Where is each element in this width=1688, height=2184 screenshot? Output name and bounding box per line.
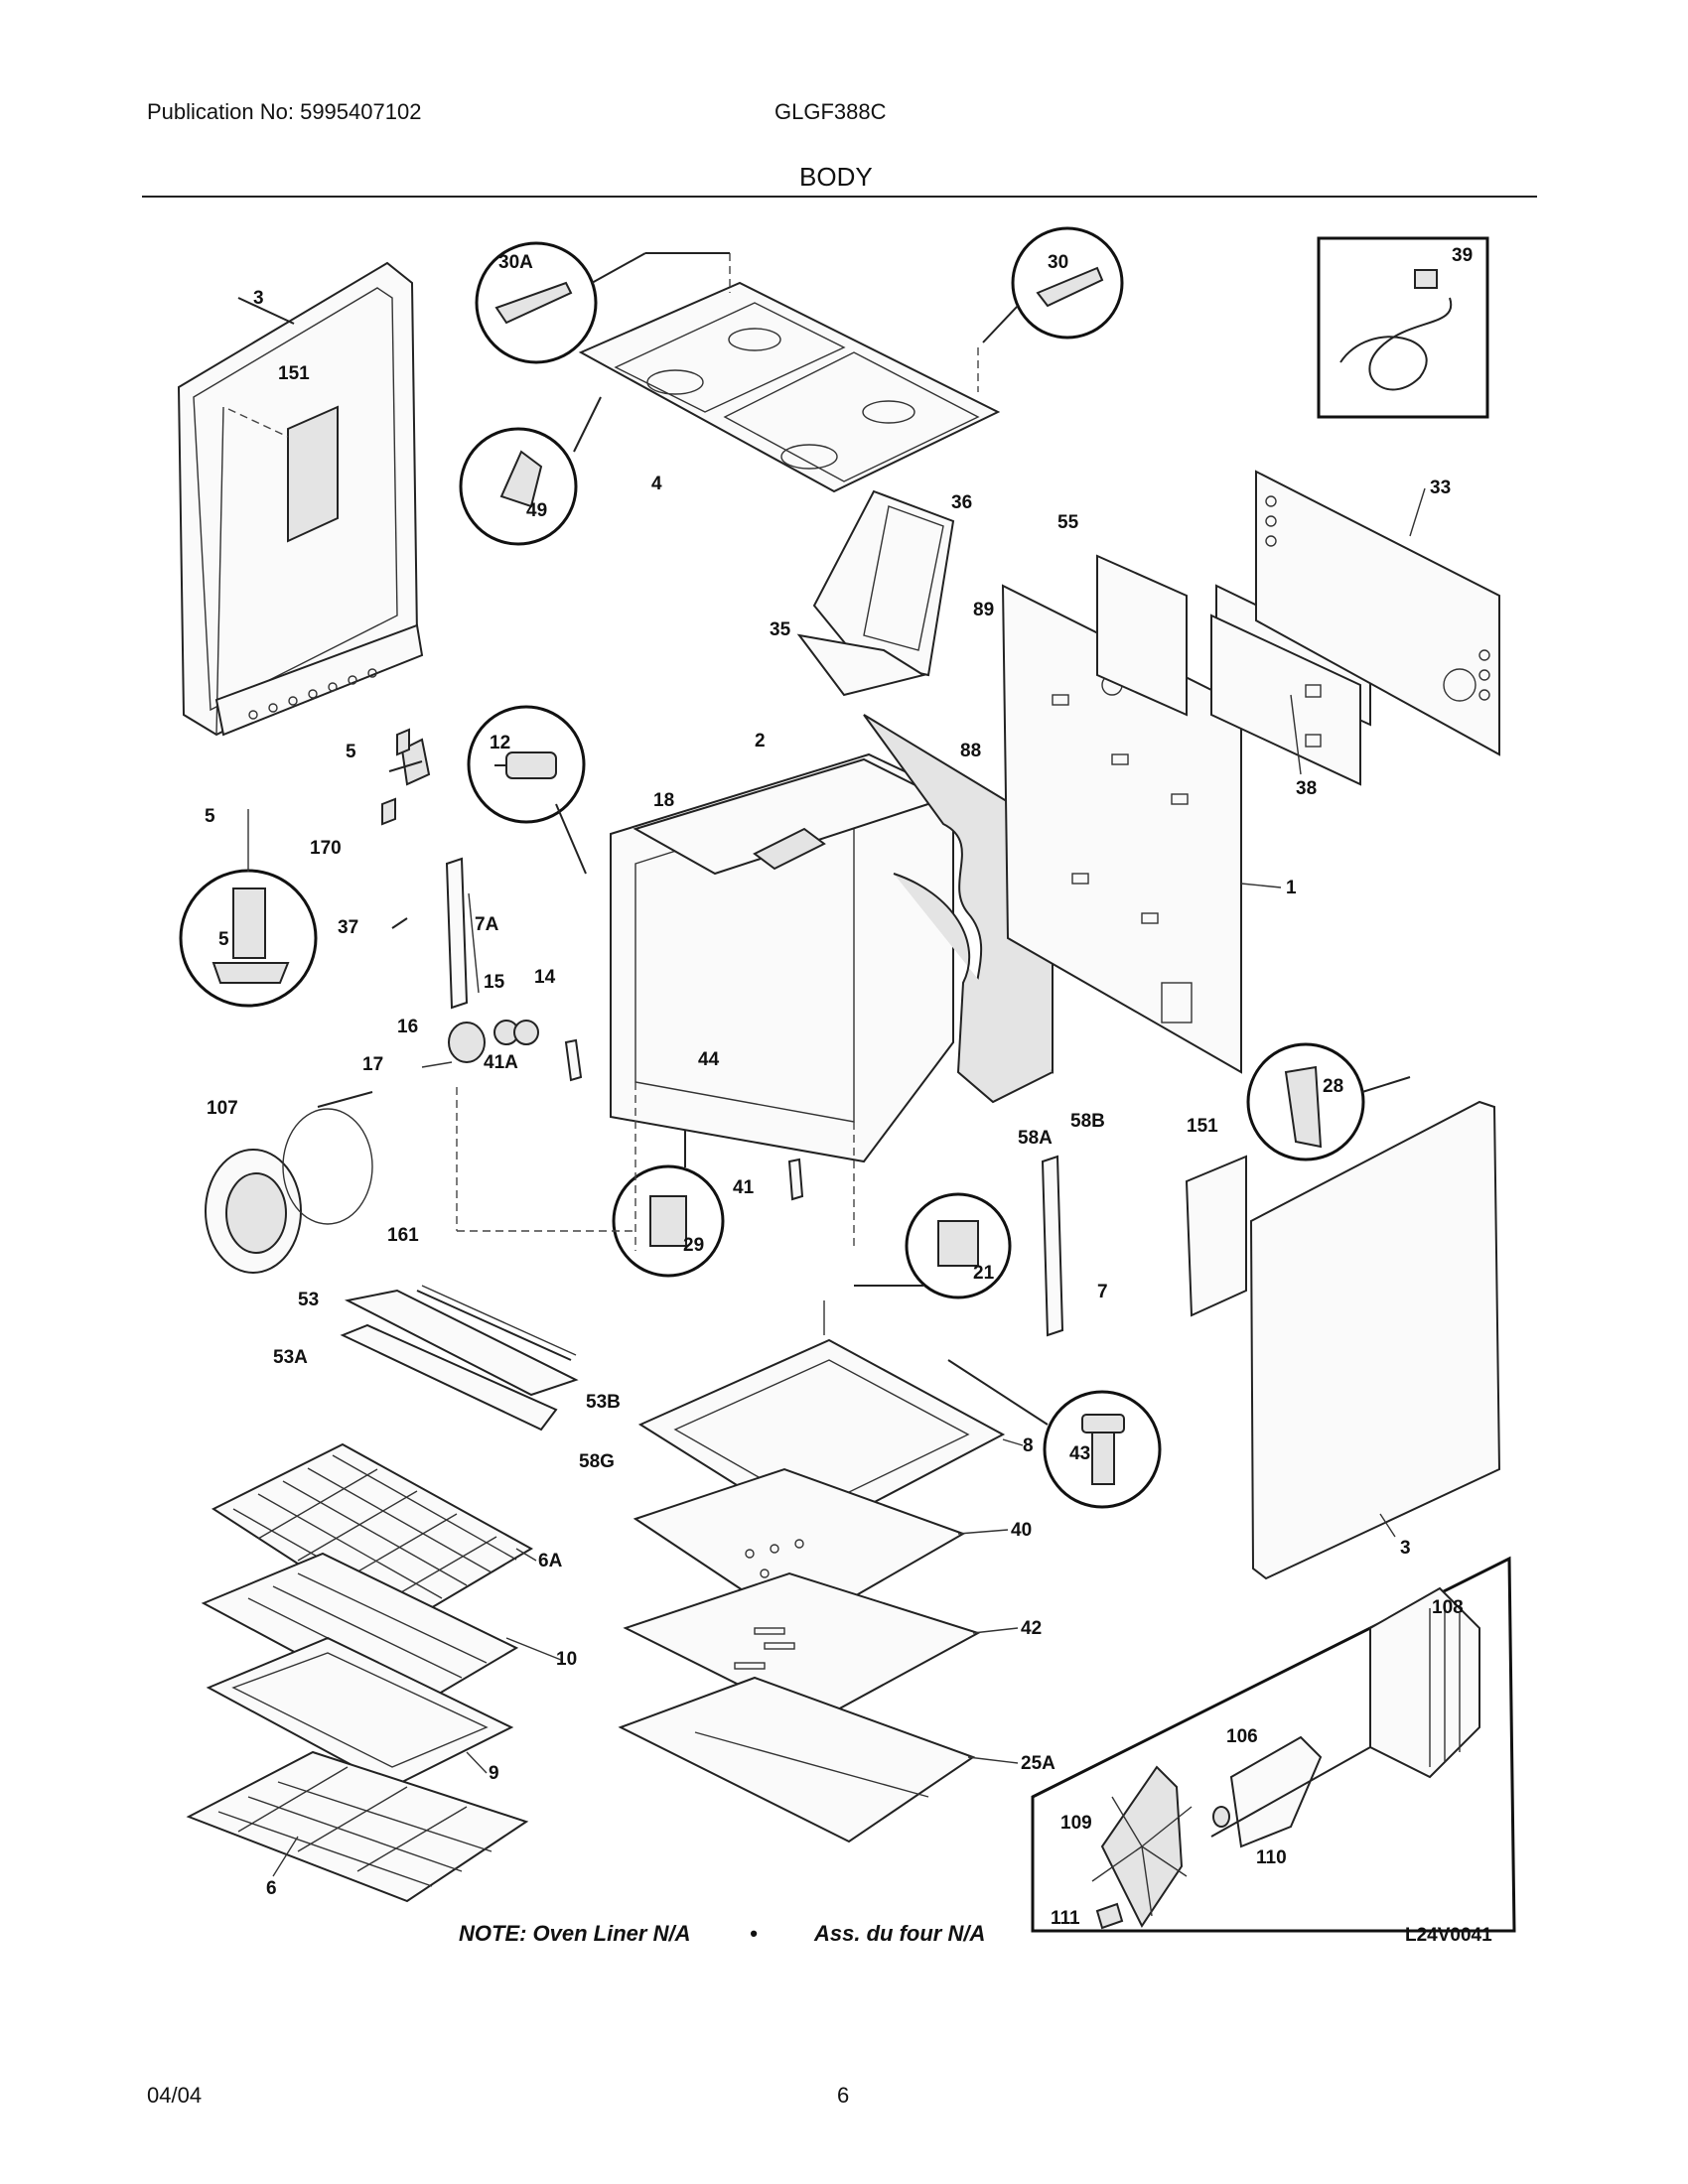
callout-30 (982, 226, 1124, 343)
label-30A: 30A (498, 252, 533, 273)
label-151-right: 151 (1187, 1116, 1218, 1137)
header-divider (142, 196, 1537, 198)
label-58A: 58A (1018, 1128, 1053, 1149)
label-53B: 53B (586, 1392, 621, 1413)
label-9: 9 (489, 1763, 499, 1784)
label-1: 1 (1286, 878, 1297, 898)
label-29: 29 (683, 1235, 704, 1256)
label-21: 21 (973, 1263, 995, 1284)
callout-21 (854, 1192, 1012, 1299)
label-111: 111 (1051, 1908, 1080, 1929)
left-small-parts (381, 728, 1064, 1337)
label-3-left: 3 (253, 288, 264, 309)
label-6A: 6A (538, 1551, 563, 1571)
label-17: 17 (362, 1054, 383, 1075)
footer-page-number: 6 (837, 2083, 850, 2108)
callout-49 (459, 396, 602, 546)
label-2: 2 (755, 731, 766, 751)
label-37: 37 (338, 917, 358, 938)
label-39: 39 (1452, 245, 1473, 266)
label-16: 16 (397, 1017, 418, 1037)
label-7: 7 (1097, 1282, 1108, 1302)
note-oven-liner: NOTE: Oven Liner N/A (459, 1921, 690, 1946)
label-36: 36 (951, 492, 972, 513)
broil-trim (340, 1285, 579, 1432)
label-28: 28 (1323, 1076, 1343, 1097)
label-58B: 58B (1070, 1111, 1105, 1132)
label-30: 30 (1048, 252, 1068, 273)
label-12: 12 (490, 733, 510, 753)
callout-39-box (1317, 236, 1489, 419)
label-42: 42 (1021, 1618, 1042, 1639)
label-53A: 53A (273, 1347, 308, 1368)
label-109: 109 (1060, 1813, 1092, 1834)
label-41: 41 (733, 1177, 755, 1198)
diagram-code: L24V0041 (1405, 1925, 1492, 1946)
fan-assembly-box (1031, 1556, 1516, 1933)
label-151-left: 151 (278, 363, 310, 384)
callout-43 (947, 1359, 1162, 1509)
rear-plate-55 (1096, 554, 1188, 717)
convection-fan-cover (205, 1091, 373, 1274)
label-161: 161 (387, 1225, 419, 1246)
label-6: 6 (266, 1878, 277, 1899)
oven-rack-6 (186, 1750, 529, 1903)
callout-30A (475, 241, 730, 364)
label-18: 18 (653, 790, 674, 811)
oven-cavity (456, 752, 954, 1251)
label-49: 49 (526, 500, 547, 521)
callout-5 (179, 809, 318, 1008)
label-55: 55 (1057, 512, 1079, 533)
label-110: 110 (1256, 1847, 1287, 1868)
publication-number: Publication No: 5995407102 (147, 99, 422, 124)
callout-labels: 3 151 5 5 5 170 37 7A 15 14 16 17 12 18 … (205, 245, 1473, 1929)
label-15: 15 (484, 972, 505, 993)
label-107: 107 (207, 1098, 238, 1119)
callout-29 (612, 1122, 725, 1278)
label-5-b: 5 (205, 806, 215, 827)
label-44: 44 (698, 1049, 720, 1070)
callout-28 (1246, 1042, 1411, 1161)
broiler-pan (206, 1636, 514, 1789)
label-33: 33 (1430, 478, 1451, 498)
label-43: 43 (1069, 1443, 1090, 1464)
label-14: 14 (534, 967, 556, 988)
label-7A: 7A (475, 914, 499, 935)
vent-duct (796, 489, 955, 697)
footer-date: 04/04 (147, 2083, 203, 2108)
label-38: 38 (1296, 778, 1317, 799)
label-25A: 25A (1021, 1753, 1055, 1774)
label-5-a: 5 (346, 742, 356, 762)
right-side-panel (1185, 1100, 1501, 1580)
callout-12 (467, 705, 587, 875)
label-88: 88 (960, 741, 981, 761)
label-5-c: 5 (218, 929, 229, 950)
label-170: 170 (310, 838, 342, 859)
label-58G: 58G (579, 1451, 615, 1472)
label-10: 10 (556, 1649, 577, 1670)
cooktop-frame (578, 253, 1001, 493)
rear-panel-33 (1255, 470, 1500, 756)
label-8: 8 (1023, 1435, 1034, 1456)
label-4: 4 (651, 474, 662, 494)
label-3-right: 3 (1400, 1538, 1411, 1559)
label-53: 53 (298, 1290, 319, 1310)
label-89: 89 (973, 600, 994, 620)
note-bullet: • (750, 1921, 758, 1946)
left-side-panel (177, 261, 424, 737)
label-106: 106 (1226, 1726, 1258, 1747)
oven-bottom-25A (618, 1676, 976, 1843)
label-108: 108 (1432, 1597, 1464, 1618)
section-title: BODY (799, 162, 873, 192)
label-40: 40 (1011, 1520, 1032, 1541)
leader-lines (272, 487, 1426, 1877)
model-number: GLGF388C (774, 99, 887, 124)
label-41A: 41A (484, 1052, 518, 1073)
note-oven-liner-fr: Ass. du four N/A (813, 1921, 985, 1946)
label-35: 35 (770, 619, 791, 640)
